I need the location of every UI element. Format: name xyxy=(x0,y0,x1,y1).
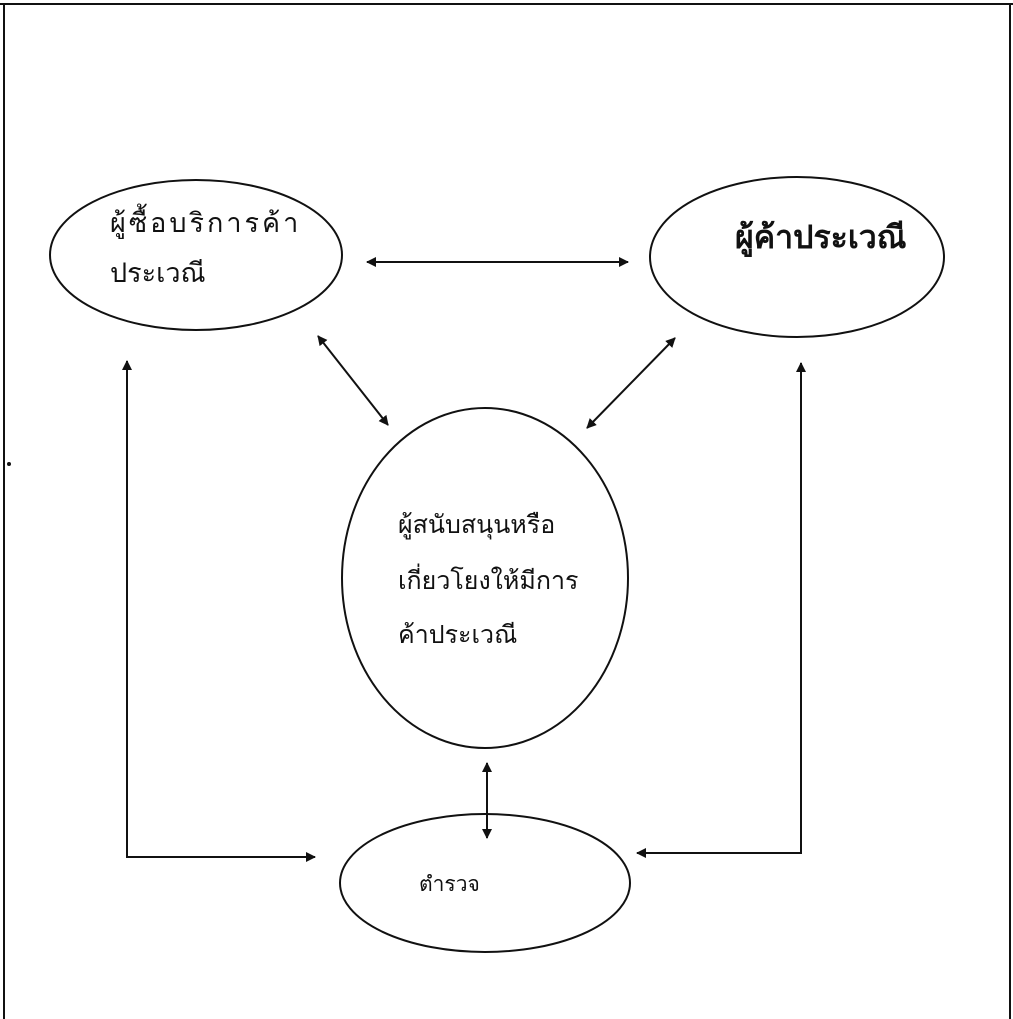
edge-trader-supporter xyxy=(586,337,676,429)
node-police xyxy=(339,813,631,953)
police-label: ตำรวจ xyxy=(419,872,480,896)
stray-dot xyxy=(7,462,11,466)
supporter-label-line-2: เกี่ยวโยงให้มีการ xyxy=(398,566,579,595)
buyer-label-line-1: ผู้ซื้อบริการค้า xyxy=(110,208,302,239)
edge-trader-police xyxy=(636,362,806,858)
edge-buyer-police xyxy=(122,360,316,862)
trader-label: ผู้ค้าประเวณี xyxy=(735,218,907,256)
node-buyer xyxy=(49,179,343,331)
edge-buyer-supporter xyxy=(317,335,389,426)
node-trader xyxy=(649,176,945,338)
supporter-label-line-1: ผู้สนับสนุนหรือ xyxy=(398,510,556,539)
buyer-label-line-2: ประเวณี xyxy=(110,258,206,289)
node-supporter xyxy=(341,407,629,749)
supporter-label-line-3: ค้าประเวณี xyxy=(398,620,518,649)
